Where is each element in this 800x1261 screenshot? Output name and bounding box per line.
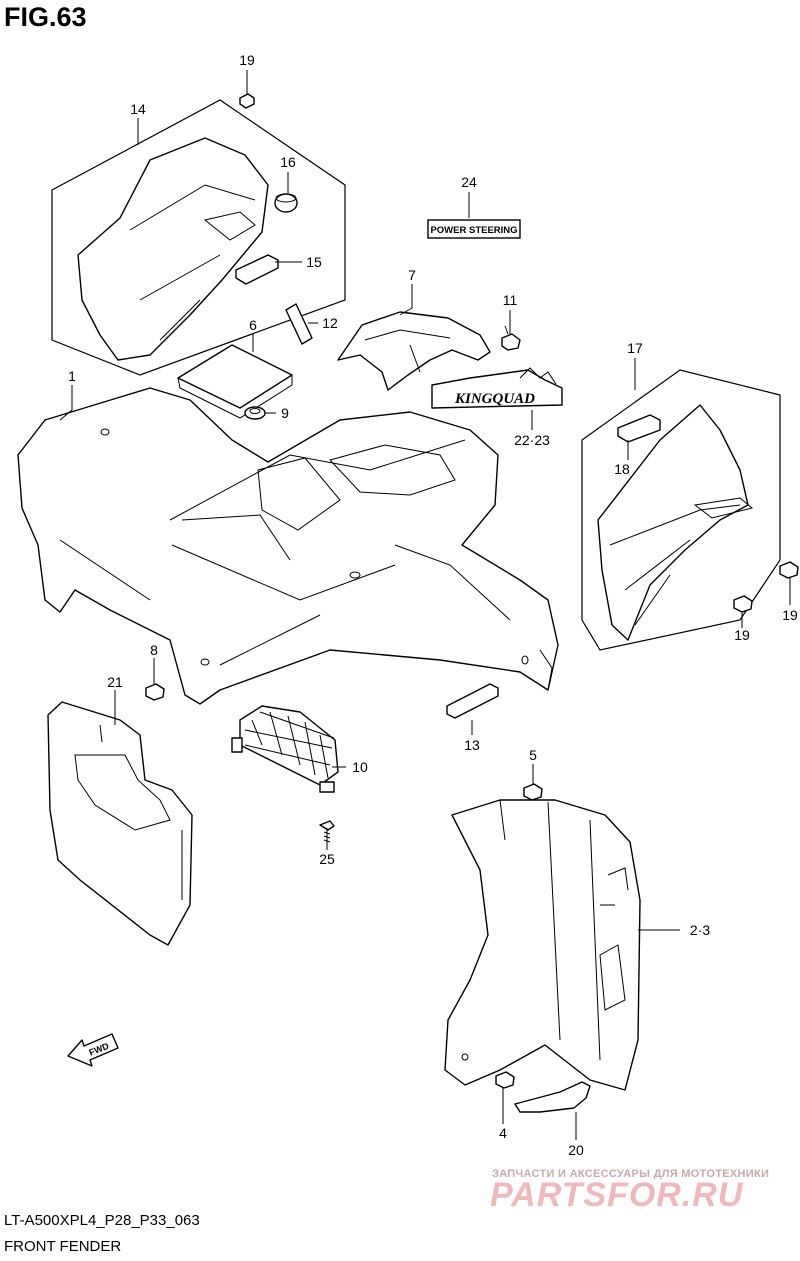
callout-19-top: 19 bbox=[239, 52, 255, 68]
callout-labels: 19 14 16 24 15 7 11 12 6 1 9 17 22·23 18… bbox=[68, 52, 798, 1158]
watermark-logo: PARTSFOR.RU bbox=[490, 1176, 744, 1214]
part-8-screw[interactable] bbox=[145, 683, 165, 701]
callout-4: 4 bbox=[499, 1125, 507, 1141]
part-21-left-mud-guard[interactable] bbox=[47, 701, 193, 946]
callout-14: 14 bbox=[130, 101, 146, 117]
part-5-screw[interactable] bbox=[523, 783, 543, 801]
callout-17: 17 bbox=[627, 340, 643, 356]
callout-16: 16 bbox=[280, 154, 296, 170]
part-12-pad[interactable] bbox=[285, 303, 313, 345]
part-19-bolt-right-lower[interactable] bbox=[733, 595, 753, 613]
part-6-lid[interactable] bbox=[177, 344, 293, 419]
part-1-front-fender[interactable] bbox=[17, 387, 559, 705]
part-25-screw[interactable] bbox=[319, 820, 335, 843]
part-2-3-right-mud-guard[interactable] bbox=[444, 799, 641, 1091]
part-4-screw[interactable] bbox=[495, 1071, 515, 1089]
part-22-23-kingquad-decal[interactable]: KINGQUAD bbox=[431, 367, 563, 409]
callout-25: 25 bbox=[319, 851, 335, 867]
part-15-pad[interactable] bbox=[235, 254, 279, 285]
leader-lines bbox=[59, 70, 791, 1140]
part-18-pad[interactable] bbox=[617, 414, 661, 443]
part-9-grommet[interactable] bbox=[244, 406, 266, 420]
power-steering-decal-text: POWER STEERING bbox=[430, 225, 517, 236]
callout-18: 18 bbox=[614, 461, 630, 477]
callout-20: 20 bbox=[568, 1142, 584, 1158]
part-24-power-steering-decal[interactable]: POWER STEERING bbox=[427, 219, 521, 239]
callout-1: 1 bbox=[68, 368, 76, 384]
callout-13: 13 bbox=[464, 737, 480, 753]
fwd-direction-arrow: FWD bbox=[67, 1033, 119, 1067]
callout-7: 7 bbox=[408, 267, 416, 283]
callout-8: 8 bbox=[150, 642, 158, 658]
part-19-bolt-right-upper[interactable] bbox=[779, 561, 799, 579]
part-13-pad[interactable] bbox=[446, 683, 499, 719]
callout-21: 21 bbox=[107, 674, 123, 690]
part-7-front-cover[interactable] bbox=[337, 311, 491, 391]
callout-2-3: 2·3 bbox=[690, 922, 710, 938]
callout-22-23: 22·23 bbox=[514, 432, 550, 448]
callout-19-right-upper: 19 bbox=[782, 607, 798, 623]
part-17-right-inner-cover[interactable] bbox=[581, 369, 781, 651]
callout-15: 15 bbox=[306, 254, 322, 270]
part-20-flap[interactable] bbox=[514, 1081, 591, 1113]
part-10-grille[interactable] bbox=[231, 705, 339, 793]
callout-5: 5 bbox=[529, 747, 537, 763]
kingquad-decal-text: KINGQUAD bbox=[454, 391, 535, 407]
part-11-screw[interactable] bbox=[501, 325, 521, 351]
callout-6: 6 bbox=[249, 317, 257, 333]
part-14-left-inner-cover[interactable] bbox=[51, 99, 346, 376]
figure-code: LT-A500XPL4_P28_P33_063 bbox=[4, 1212, 200, 1229]
callout-9: 9 bbox=[281, 405, 289, 421]
callout-12: 12 bbox=[322, 315, 338, 331]
part-19-bolt-top[interactable] bbox=[239, 93, 255, 109]
callout-24: 24 bbox=[461, 174, 477, 190]
callout-11: 11 bbox=[503, 292, 518, 308]
callout-19-right-lower: 19 bbox=[734, 627, 750, 643]
figure-title: FIG.63 bbox=[4, 2, 87, 32]
callout-10: 10 bbox=[352, 759, 368, 775]
figure-name: FRONT FENDER bbox=[4, 1238, 122, 1255]
watermark-tagline: ЗАПЧАСТИ И АКСЕССУАРЫ ДЛЯ МОТОТЕХНИКИ bbox=[492, 1168, 770, 1180]
part-16-cushion[interactable] bbox=[274, 193, 298, 213]
